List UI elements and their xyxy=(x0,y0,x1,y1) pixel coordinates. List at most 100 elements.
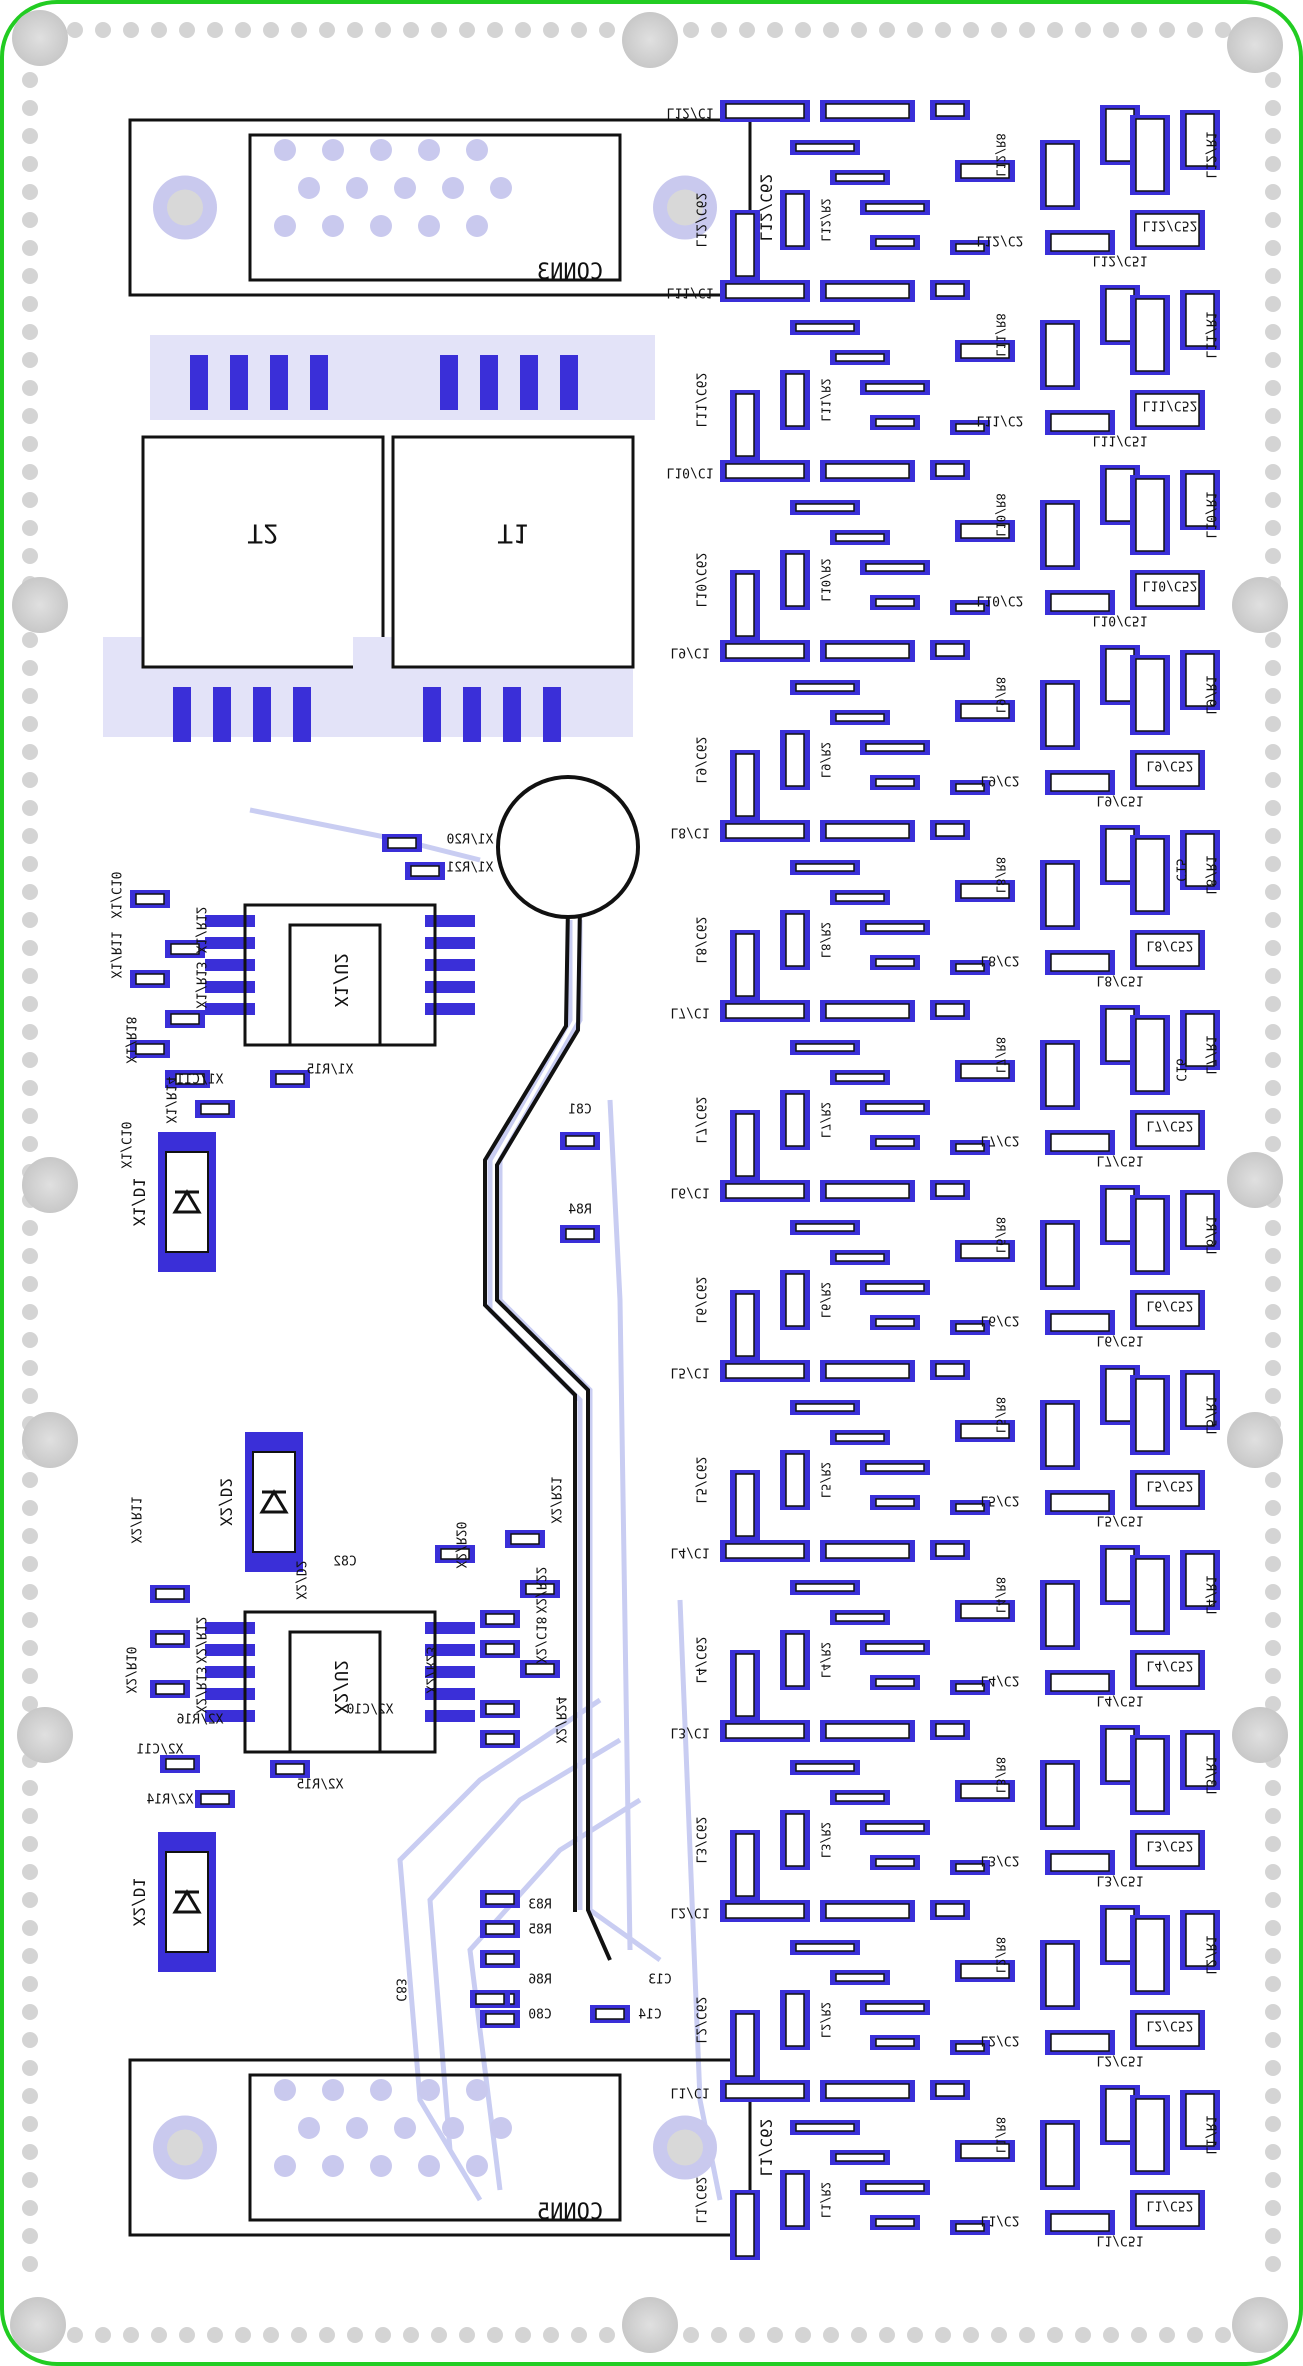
smd-part xyxy=(830,1610,890,1625)
smd-body xyxy=(955,1863,985,1872)
smd-part xyxy=(435,1545,475,1563)
smd-body xyxy=(875,2038,915,2047)
smd-body xyxy=(1050,1493,1110,1512)
edge-via xyxy=(22,72,38,88)
smd-part xyxy=(1045,590,1115,615)
smd-part xyxy=(195,1790,235,1808)
smd-body xyxy=(865,563,925,572)
edge-via xyxy=(22,800,38,816)
smd-body xyxy=(825,1903,910,1919)
smd-body xyxy=(1050,1133,1110,1152)
edge-via xyxy=(22,1276,38,1292)
smd-part xyxy=(830,1970,890,1985)
edge-via xyxy=(1265,380,1281,396)
smd-part xyxy=(1130,930,1205,970)
smd-body xyxy=(960,2143,1010,2159)
edge-via xyxy=(22,1584,38,1600)
smd-part xyxy=(790,1220,860,1235)
edge-via xyxy=(207,22,223,38)
edge-via xyxy=(1265,1472,1281,1488)
edge-via xyxy=(22,2088,38,2104)
smd-part xyxy=(820,1180,915,1202)
smd-body xyxy=(735,2193,755,2257)
smd-part xyxy=(1130,1555,1170,1635)
smd-body xyxy=(200,1793,230,1805)
smd-body xyxy=(865,743,925,752)
smd-part xyxy=(870,1675,920,1690)
connector-pin xyxy=(394,177,416,199)
smd-body xyxy=(1105,828,1135,882)
smd-body xyxy=(955,1683,985,1692)
smd-part xyxy=(820,820,915,842)
smd-part xyxy=(1180,1910,1220,1970)
smd-body xyxy=(1045,143,1075,207)
smd-part xyxy=(930,2080,970,2100)
smd-part xyxy=(830,170,890,185)
edge-via xyxy=(22,1080,38,1096)
channel-label: L11/C52 xyxy=(1143,398,1198,413)
smd-part xyxy=(1180,1370,1220,1430)
edge-via xyxy=(123,2327,139,2343)
misc-label: R86 xyxy=(528,1973,551,1988)
smd-body xyxy=(1045,2123,1075,2187)
smd-body xyxy=(1050,773,1110,792)
edge-via xyxy=(1265,940,1281,956)
ic-pin xyxy=(205,1003,255,1015)
smd-part xyxy=(1045,2210,1115,2235)
smd-part xyxy=(870,1135,920,1150)
mounting-hole xyxy=(22,1412,78,1468)
channel-label: L5/C1 xyxy=(670,1365,709,1380)
smd-body xyxy=(935,1363,965,1377)
channel-label: L7/C1 xyxy=(670,1005,709,1020)
edge-via xyxy=(22,968,38,984)
transformer-pin xyxy=(503,687,521,742)
smd-body xyxy=(170,943,200,955)
smd-part xyxy=(955,520,1015,542)
smd-part xyxy=(1040,1040,1080,1110)
smd-part xyxy=(1180,830,1220,890)
smd-body xyxy=(1045,503,1075,567)
trace xyxy=(677,1599,723,2201)
channel-label: L4/R8 xyxy=(994,1577,1008,1613)
smd-part xyxy=(480,2010,520,2028)
connector-mount-hole xyxy=(167,2129,203,2166)
edge-via xyxy=(1265,1640,1281,1656)
edge-via xyxy=(1265,408,1281,424)
smd-part xyxy=(870,2035,920,2050)
smd-part xyxy=(730,570,760,640)
edge-via xyxy=(235,2327,251,2343)
smd-body xyxy=(1105,1728,1135,1782)
mounting-hole xyxy=(1227,1412,1283,1468)
channel-label: L11/R8 xyxy=(994,313,1008,356)
ic-pin xyxy=(425,937,475,949)
smd-part xyxy=(860,2180,930,2195)
smd-part xyxy=(930,1540,970,1560)
smd-part xyxy=(730,1470,760,1540)
ic-pin xyxy=(425,1710,475,1722)
smd-body xyxy=(875,1138,915,1147)
trace xyxy=(607,1099,633,1951)
smd-part xyxy=(1045,950,1115,975)
smd-body xyxy=(1135,1378,1165,1452)
misc-label: X1/R20 xyxy=(447,833,494,848)
mounting-hole xyxy=(622,2297,678,2353)
smd-body xyxy=(1135,2193,1200,2227)
channel-label: L4/C62 xyxy=(693,1637,708,1684)
edge-via xyxy=(879,22,895,38)
smd-body xyxy=(865,1823,925,1832)
smd-body xyxy=(795,1763,855,1772)
smd-body xyxy=(825,1363,910,1379)
smd-body xyxy=(785,2173,805,2227)
smd-part xyxy=(1130,2010,1205,2050)
smd-part xyxy=(790,1400,860,1415)
smd-body xyxy=(725,1363,805,1379)
smd-body xyxy=(785,1813,805,1867)
edge-via xyxy=(235,22,251,38)
smd-body xyxy=(960,1243,1010,1259)
edge-via xyxy=(1265,324,1281,340)
edge-via xyxy=(515,2327,531,2343)
smd-part xyxy=(165,940,205,958)
smd-part xyxy=(1040,500,1080,570)
smd-body xyxy=(795,1583,855,1592)
